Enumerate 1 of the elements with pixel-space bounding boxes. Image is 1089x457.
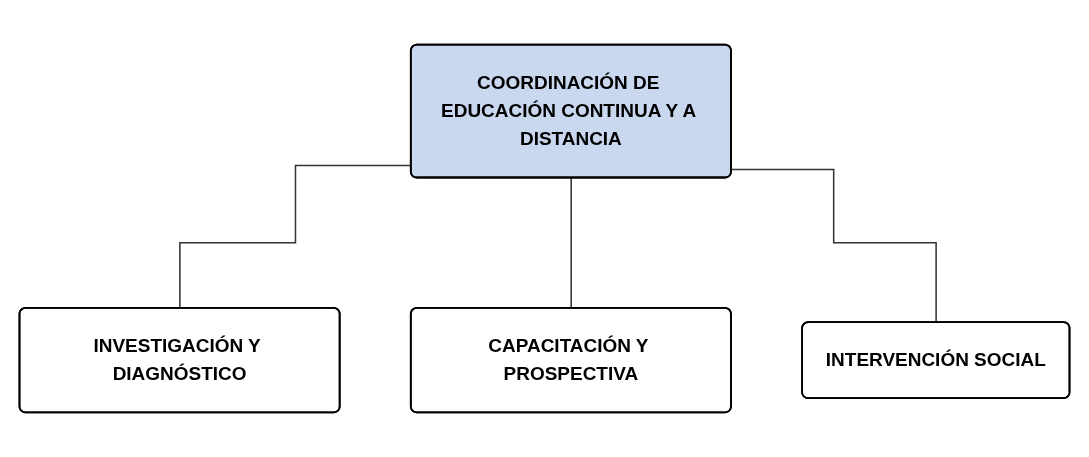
connector	[730, 168, 938, 324]
